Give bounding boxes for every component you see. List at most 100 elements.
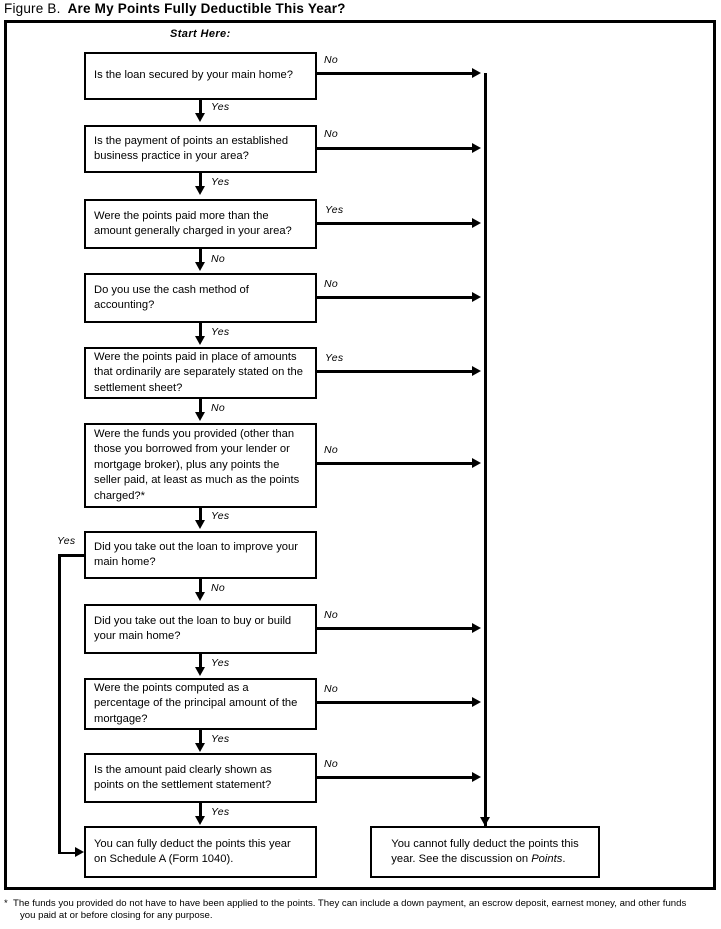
decision-q5-text: Were the points paid in place of amounts… — [94, 350, 303, 397]
edge-label-q4-yes: Yes — [211, 326, 230, 338]
terminal-cannot-deduct[interactable]: You cannot fully deduct the points this … — [370, 826, 600, 878]
decision-q6-line3: mortgage broker), plus any points the — [94, 458, 280, 471]
q6-no-line — [317, 462, 475, 465]
q1-no-line — [317, 72, 475, 75]
q4-no-arrowhead — [472, 291, 481, 302]
decision-q7[interactable]: Did you take out the loan to improve you… — [84, 531, 317, 579]
q8-yes-line — [199, 654, 202, 670]
edge-label-q8-no: No — [324, 609, 339, 621]
footnote: * The funds you provided do not have to … — [4, 898, 718, 923]
decision-q10-line2: points on the settlement statement? — [94, 779, 272, 791]
decision-q4-line2: accounting? — [94, 299, 155, 311]
decision-q4-line1: Do you use the cash method of — [94, 283, 249, 296]
start-here-label: Start Here: — [170, 28, 231, 40]
q2-no-line — [317, 147, 475, 150]
decision-q2-text: Is the payment of points an established … — [94, 134, 288, 165]
decision-q3-text: Were the points paid more than the amoun… — [94, 209, 292, 240]
q3-no-arrowhead — [194, 262, 205, 271]
edge-label-q10-yes: Yes — [211, 806, 230, 818]
q9-no-arrowhead — [472, 696, 481, 707]
terminal-cannot-deduct-text: You cannot fully deduct the points this … — [391, 837, 578, 868]
edge-label-q7-no: No — [211, 582, 226, 594]
edge-label-q3-no: No — [211, 253, 226, 265]
decision-q3[interactable]: Were the points paid more than the amoun… — [84, 199, 317, 249]
q5-no-line — [199, 399, 202, 415]
decision-q3-line2: amount generally charged in your area? — [94, 225, 292, 237]
decision-q8-line1: Did you take out the loan to buy or buil… — [94, 614, 292, 627]
decision-q5[interactable]: Were the points paid in place of amounts… — [84, 347, 317, 399]
terminal-cannot-deduct-line2a: year. See the discussion on — [391, 853, 532, 865]
q1-yes-arrowhead — [194, 113, 205, 122]
decision-q5-line2: that ordinarily are separately stated on… — [94, 366, 303, 379]
decision-q2[interactable]: Is the payment of points an established … — [84, 125, 317, 173]
edge-label-q4-no: No — [324, 278, 339, 290]
footnote-line1: The funds you provided do not have to ha… — [13, 898, 687, 909]
q6-yes-line — [199, 508, 202, 523]
edge-label-q5-no: No — [211, 402, 226, 414]
decision-q10-text: Is the amount paid clearly shown as poin… — [94, 763, 272, 794]
q4-yes-line — [199, 323, 202, 339]
decision-q9[interactable]: Were the points computed as a percentage… — [84, 678, 317, 730]
edge-label-q1-yes: Yes — [211, 101, 230, 113]
q5-yes-arrowhead — [472, 365, 481, 376]
terminal-cannot-deduct-line1: You cannot fully deduct the points this — [391, 837, 579, 850]
footnote-marker: * — [4, 898, 8, 909]
q7-yes-arrowhead — [75, 847, 84, 857]
q4-yes-arrowhead — [194, 336, 205, 345]
decision-q6-line5: charged?* — [94, 489, 146, 502]
decision-q4-text: Do you use the cash method of accounting… — [94, 283, 249, 314]
terminal-can-deduct-text: You can fully deduct the points this yea… — [94, 837, 291, 868]
q2-yes-line — [199, 173, 202, 189]
q2-no-arrowhead — [472, 142, 481, 153]
decision-q6-text: Were the funds you provided (other than … — [94, 427, 299, 505]
edge-label-q7-yes: Yes — [57, 535, 76, 547]
terminal-cannot-deduct-line2c: . — [562, 853, 566, 865]
q1-no-arrowhead — [472, 67, 481, 78]
figure-heading: Are My Points Fully Deductible This Year… — [67, 1, 346, 16]
q3-no-line — [199, 249, 202, 265]
q10-yes-arrowhead — [194, 816, 205, 825]
edge-label-q1-no: No — [324, 54, 339, 66]
no-trunk-arrowhead — [479, 817, 490, 826]
q4-no-line — [317, 296, 475, 299]
terminal-can-deduct[interactable]: You can fully deduct the points this yea… — [84, 826, 317, 878]
q3-yes-arrowhead — [472, 217, 481, 228]
edge-label-q2-yes: Yes — [211, 176, 230, 188]
q5-yes-line — [317, 370, 475, 373]
q9-no-line — [317, 701, 475, 704]
terminal-can-deduct-line1: You can fully deduct the points this yea… — [94, 837, 291, 850]
decision-q7-line2: main home? — [94, 556, 156, 568]
edge-label-q6-no: No — [324, 444, 339, 456]
decision-q8[interactable]: Did you take out the loan to buy or buil… — [84, 604, 317, 654]
decision-q6-line1: Were the funds you provided (other than — [94, 427, 295, 440]
decision-q1[interactable]: Is the loan secured by your main home? — [84, 52, 317, 100]
decision-q3-line1: Were the points paid more than the — [94, 209, 269, 222]
decision-q10-line1: Is the amount paid clearly shown as — [94, 763, 272, 776]
q7-no-line — [199, 579, 202, 595]
q10-no-arrowhead — [472, 771, 481, 782]
no-trunk-line — [484, 73, 487, 845]
q8-yes-arrowhead — [194, 667, 205, 676]
figure-label: Figure B. — [4, 1, 61, 16]
edge-label-q5-yes: Yes — [325, 352, 344, 364]
q8-no-arrowhead — [472, 622, 481, 633]
decision-q9-line1: Were the points computed as a — [94, 681, 249, 694]
q7-yes-line-in — [58, 851, 78, 854]
decision-q8-text: Did you take out the loan to buy or buil… — [94, 614, 291, 645]
edge-label-q9-yes: Yes — [211, 733, 230, 745]
decision-q2-line2: business practice in your area? — [94, 150, 249, 162]
edge-label-q9-no: No — [324, 683, 339, 695]
decision-q9-line3: mortgage? — [94, 712, 148, 725]
decision-q1-text: Is the loan secured by your main home? — [94, 68, 293, 84]
q7-yes-line-out — [58, 554, 86, 557]
decision-q4[interactable]: Do you use the cash method of accounting… — [84, 273, 317, 323]
q7-no-arrowhead — [194, 592, 205, 601]
decision-q6[interactable]: Were the funds you provided (other than … — [84, 423, 317, 508]
edge-label-q2-no: No — [324, 128, 339, 140]
q1-yes-line — [199, 100, 202, 116]
decision-q6-line4: seller paid, at least as much as the poi… — [94, 474, 300, 487]
edge-label-q8-yes: Yes — [211, 657, 230, 669]
decision-q10[interactable]: Is the amount paid clearly shown as poin… — [84, 753, 317, 803]
decision-q5-line1: Were the points paid in place of amounts — [94, 350, 297, 363]
